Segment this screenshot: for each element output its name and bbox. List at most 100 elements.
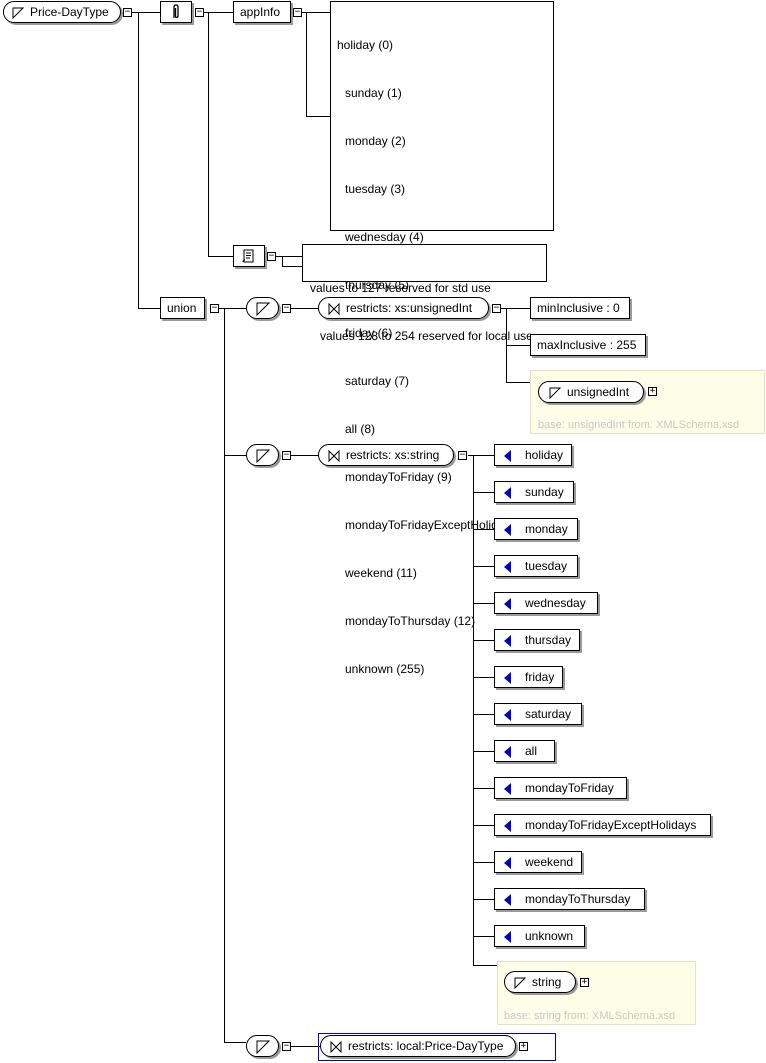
enumeration-unknown[interactable]: unknown (494, 925, 585, 947)
member2-collapse-toggle[interactable]: − (282, 450, 291, 460)
restriction-local-price-daytype[interactable]: restricts: local:Price-DayType (320, 1035, 516, 1057)
enumeration-label: all (525, 744, 538, 758)
restriction3-expand-toggle[interactable]: + (519, 1041, 528, 1051)
enumeration-arrow-icon (504, 486, 511, 499)
restriction2-collapse-toggle[interactable]: − (458, 450, 467, 460)
enumeration-wednesday[interactable]: wednesday (494, 592, 598, 614)
enumeration-arrow-icon (504, 634, 511, 647)
base-type1-expand-toggle[interactable]: + (648, 386, 657, 396)
base-type-label: string (532, 975, 562, 989)
restriction-string[interactable]: restricts: xs:string (318, 444, 454, 466)
base-type-hint: base: string from: XMLSchema.xsd (504, 1010, 676, 1022)
appinfo-line: holiday (0) (337, 38, 394, 52)
enumeration-label: mondayToFridayExceptHolidays (525, 818, 697, 832)
enumeration-arrow-icon (504, 782, 511, 795)
root-collapse-toggle[interactable]: − (123, 7, 132, 17)
restriction-unsignedint[interactable]: restricts: xs:unsignedInt (318, 297, 489, 319)
documentation-line: values to 127 reserved for std use (310, 281, 491, 295)
simple-type-corner-icon (256, 449, 270, 464)
appinfo-label: appInfo (240, 5, 281, 19)
appinfo-content: holiday (0) sunday (1) monday (2) tuesda… (330, 1, 554, 676)
restriction-label: restricts: xs:string (346, 448, 440, 462)
appinfo-line: mondayToFriday (9) (345, 470, 452, 484)
enumeration-saturday[interactable]: saturday (494, 703, 582, 725)
enumeration-arrow-icon (504, 893, 511, 906)
enumeration-mondaytothursday[interactable]: mondayToThursday (494, 888, 645, 910)
appinfo-collapse-toggle[interactable]: − (293, 7, 302, 17)
root-simple-type[interactable]: Price-DayType (3, 1, 121, 23)
base-type2-expand-toggle[interactable]: + (580, 977, 589, 987)
enumeration-sunday[interactable]: sunday (494, 481, 574, 503)
member-simple-type-3[interactable] (246, 1035, 279, 1057)
union-node[interactable]: union (160, 297, 205, 319)
facet-min-inclusive[interactable]: minInclusive : 0 (530, 297, 630, 319)
documentation-line: values 128 to 254 reserved for local use (320, 329, 533, 343)
enumeration-friday[interactable]: friday (494, 666, 563, 688)
annotation-node[interactable] (160, 1, 192, 23)
member-simple-type-2[interactable] (246, 444, 279, 466)
simple-type-corner-icon (549, 387, 561, 399)
restriction-label: restricts: xs:unsignedInt (346, 301, 473, 315)
enumeration-arrow-icon (504, 708, 511, 721)
enumeration-all[interactable]: all (494, 740, 555, 762)
member-simple-type-1[interactable] (246, 297, 279, 319)
documentation-content: values to 127 reserved for std use value… (302, 244, 547, 343)
enumeration-label: tuesday (525, 559, 568, 573)
simple-type-corner-icon (514, 977, 526, 989)
appinfo-line: unknown (255) (345, 662, 425, 676)
enumeration-weekend[interactable]: weekend (494, 851, 582, 873)
enumeration-monday[interactable]: monday (494, 518, 578, 540)
base-type-panel-unsignedint (530, 370, 765, 434)
enumeration-mondaytofridayexceptholidays[interactable]: mondayToFridayExceptHolidays (494, 814, 711, 836)
appinfo-line: all (8) (345, 422, 376, 436)
member3-collapse-toggle[interactable]: − (282, 1041, 291, 1051)
documentation-collapse-toggle[interactable]: − (267, 251, 276, 261)
enumeration-mondaytofriday[interactable]: mondayToFriday (494, 777, 627, 799)
facet-max-inclusive[interactable]: maxInclusive : 255 (530, 334, 646, 356)
enumeration-label: wednesday (525, 596, 586, 610)
enumeration-tuesday[interactable]: tuesday (494, 555, 578, 577)
root-type-label: Price-DayType (30, 5, 109, 19)
enumeration-label: saturday (525, 707, 572, 721)
enumeration-label: mondayToFriday (525, 781, 614, 795)
union-collapse-toggle[interactable]: − (210, 303, 219, 313)
base-type-unsignedint[interactable]: unsignedInt (538, 381, 644, 403)
restriction-bowtie-icon (328, 302, 340, 315)
union-label: union (167, 301, 197, 315)
restriction-bowtie-icon (330, 1040, 342, 1053)
simple-type-corner-icon (256, 302, 270, 317)
simple-type-corner-icon (256, 1040, 270, 1055)
enumeration-holiday[interactable]: holiday (494, 444, 572, 466)
enumeration-label: holiday (525, 448, 564, 462)
appinfo-line: saturday (7) (345, 374, 410, 388)
enumeration-arrow-icon (504, 930, 511, 943)
enumeration-label: monday (525, 522, 568, 536)
appinfo-line: mondayToThursday (12) (345, 614, 476, 628)
base-type-label: unsignedInt (567, 385, 630, 399)
facet-label: minInclusive : 0 (537, 301, 620, 315)
restriction-label: restricts: local:Price-DayType (348, 1039, 504, 1053)
base-type-string[interactable]: string (504, 971, 576, 993)
member1-collapse-toggle[interactable]: − (282, 303, 291, 313)
enumeration-arrow-icon (504, 745, 511, 758)
enumeration-label: unknown (525, 929, 574, 943)
enumeration-thursday[interactable]: thursday (494, 629, 580, 651)
enumeration-arrow-icon (504, 856, 511, 869)
appinfo-node[interactable]: appInfo (233, 1, 291, 23)
enumeration-label: weekend (525, 855, 574, 869)
documentation-scroll-icon (242, 249, 254, 263)
annotation-collapse-toggle[interactable]: − (195, 7, 204, 17)
appinfo-line: wednesday (4) (345, 230, 424, 244)
enumeration-label: sunday (525, 485, 564, 499)
appinfo-line: monday (2) (345, 134, 406, 148)
enumeration-arrow-icon (504, 523, 511, 536)
enumeration-label: mondayToThursday (525, 892, 631, 906)
simple-type-corner-icon (12, 7, 24, 19)
restriction1-collapse-toggle[interactable]: − (492, 303, 501, 313)
enumeration-arrow-icon (504, 819, 511, 832)
documentation-node[interactable] (233, 245, 265, 267)
restriction-local-link-frame (318, 1033, 556, 1061)
restriction-bowtie-icon (328, 449, 340, 462)
facet-label: maxInclusive : 255 (537, 338, 637, 352)
appinfo-line: friday (6) (345, 326, 393, 340)
